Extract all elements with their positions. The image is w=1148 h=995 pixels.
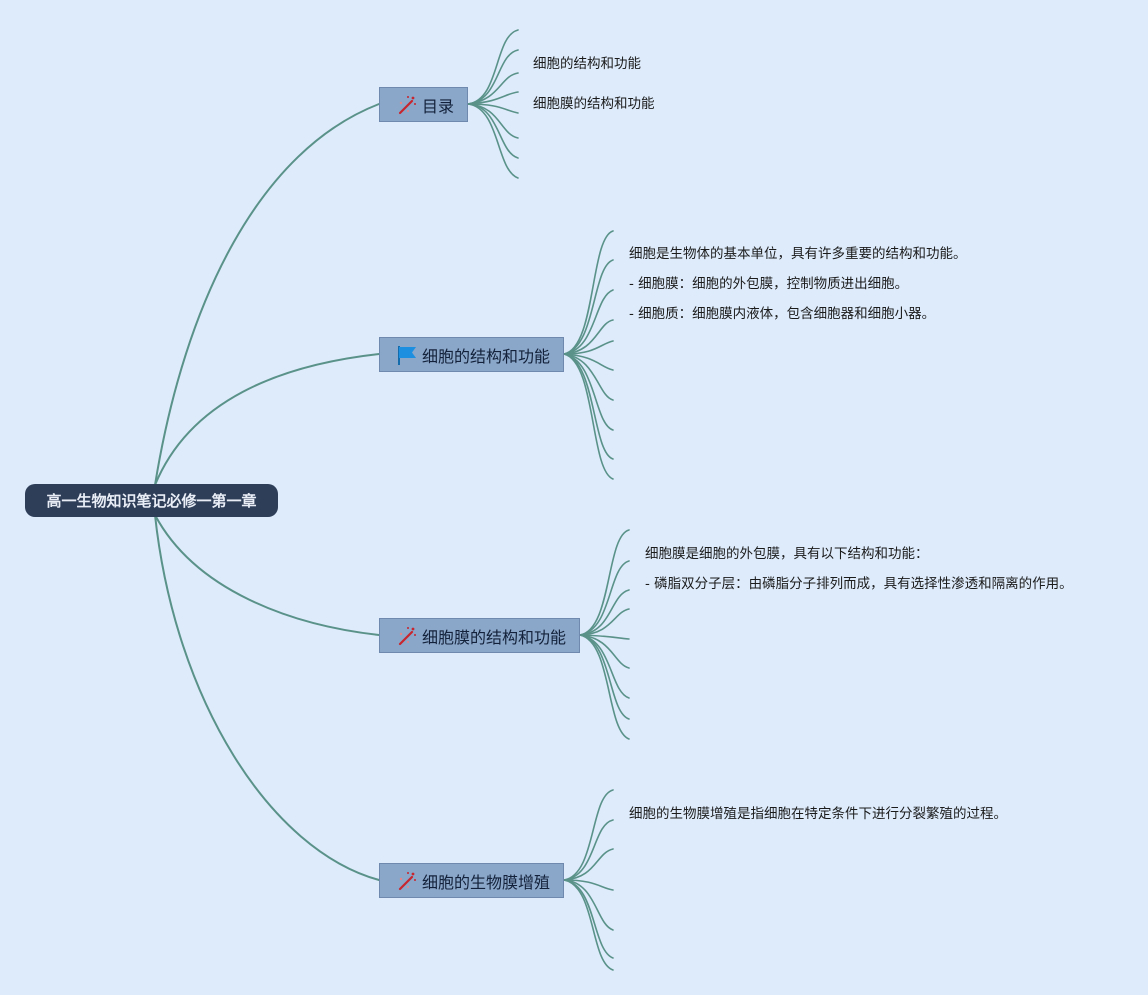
leaf-cell-structure-text: - 细胞膜：细胞的外包膜，控制物质进出细胞。 xyxy=(629,276,909,292)
root-topic-label: 高一生物知识笔记必修一第一章 xyxy=(46,492,257,510)
leaf-membrane-text: 细胞膜是细胞的外包膜，具有以下结构和功能： xyxy=(645,546,929,562)
connector-root-structure xyxy=(154,353,380,486)
leaf-cell-structure-text: 细胞是生物体的基本单位，具有许多重要的结构和功能。 xyxy=(629,246,967,262)
leaf-cell-structure-text: - 细胞质：细胞膜内液体，包含细胞器和细胞小器。 xyxy=(629,306,936,322)
branch-toc[interactable]: 目录 xyxy=(379,87,468,122)
connector-root-proliferation xyxy=(154,514,380,881)
magic-wand-icon xyxy=(396,625,418,647)
leaf-toc-item[interactable]: 细胞的结构和功能 xyxy=(533,56,641,72)
leaf-membrane-text: - 磷脂双分子层：由磷脂分子排列而成，具有选择性渗透和隔离的作用。 xyxy=(645,576,1073,592)
flag-icon xyxy=(396,344,418,366)
leaf-toc-item[interactable]: 细胞膜的结构和功能 xyxy=(533,96,655,112)
branch-membrane-structure-label: 细胞膜的结构和功能 xyxy=(422,627,567,647)
root-topic[interactable]: 高一生物知识笔记必修一第一章 xyxy=(25,484,278,517)
connector-root-toc xyxy=(154,103,380,486)
magic-wand-icon xyxy=(396,94,418,116)
branch-membrane-structure[interactable]: 细胞膜的结构和功能 xyxy=(379,618,580,653)
branch-cell-structure-label: 细胞的结构和功能 xyxy=(422,346,551,366)
leaf-proliferation-text: 细胞的生物膜增殖是指细胞在特定条件下进行分裂繁殖的过程。 xyxy=(629,806,1007,822)
branch-cell-structure[interactable]: 细胞的结构和功能 xyxy=(379,337,564,372)
branch-membrane-proliferation-label: 细胞的生物膜增殖 xyxy=(422,872,551,892)
magic-wand-icon xyxy=(396,870,418,892)
connector-root-membrane xyxy=(154,514,380,636)
branch-membrane-proliferation[interactable]: 细胞的生物膜增殖 xyxy=(379,863,564,898)
branch-toc-label: 目录 xyxy=(422,96,455,116)
